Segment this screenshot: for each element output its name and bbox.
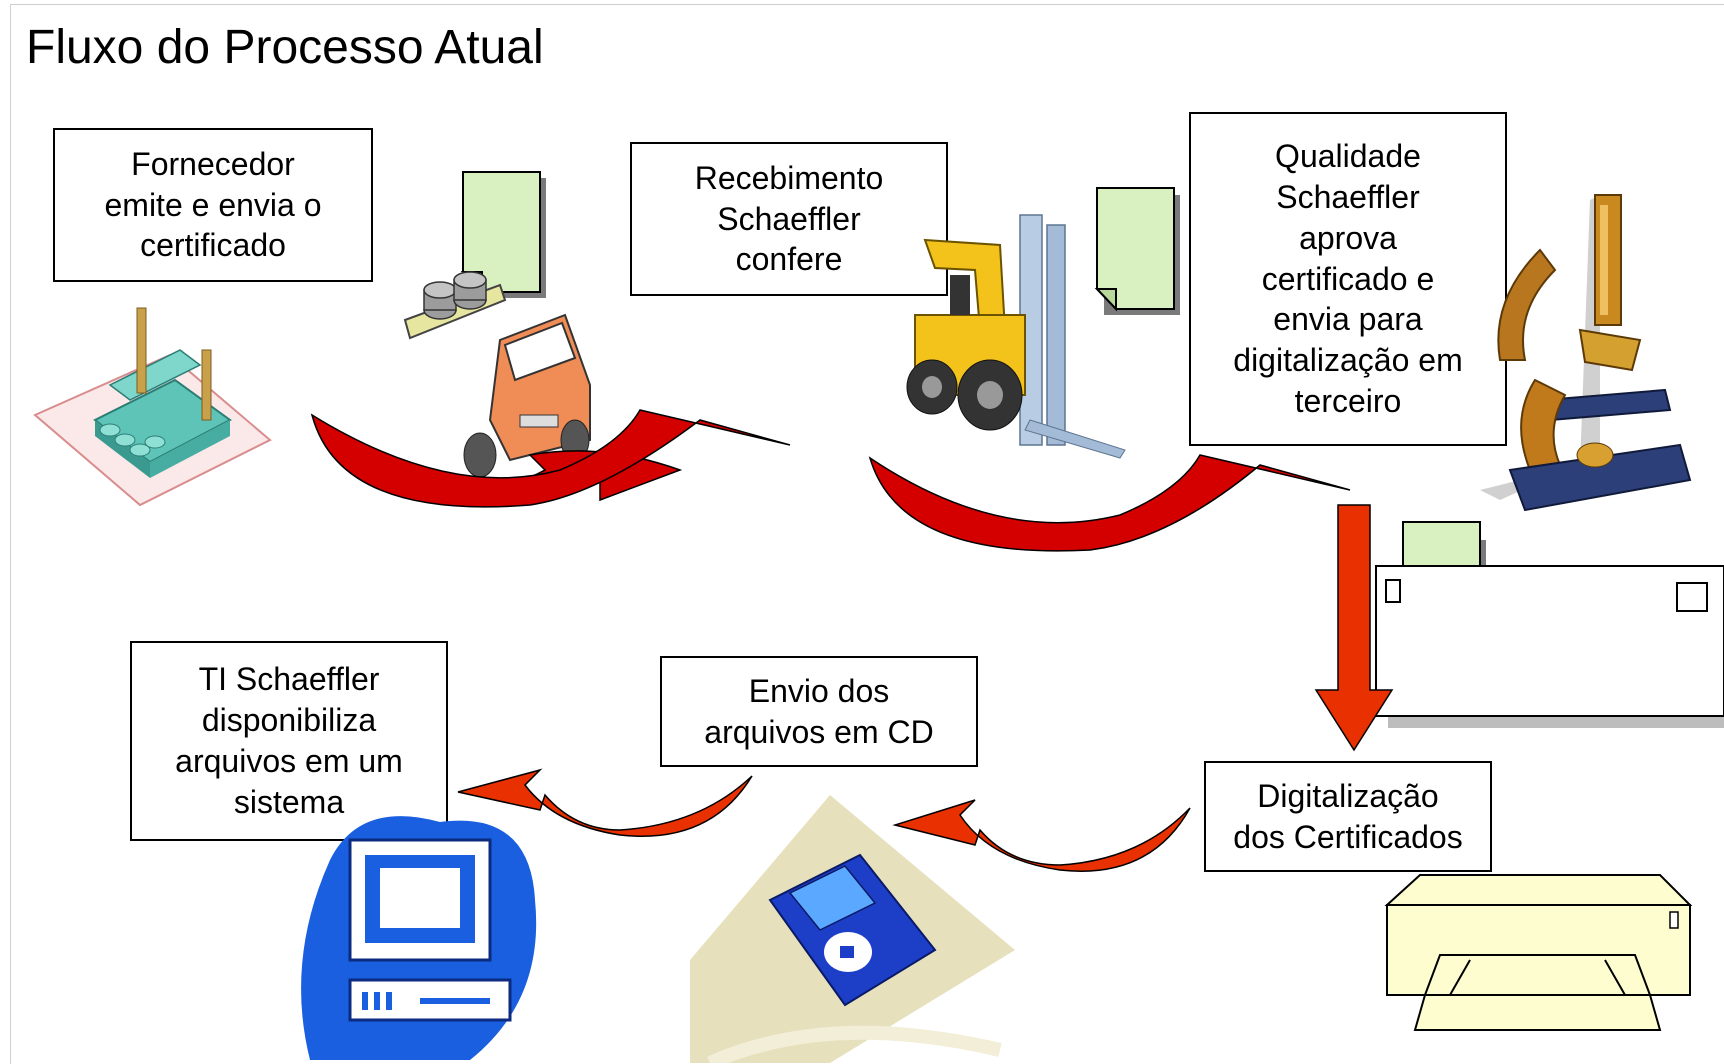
- step-box-envio: Envio dos arquivos em CD: [660, 656, 978, 767]
- curved-arrow-fornecedor-to-recebimento: [310, 409, 791, 508]
- step-box-qualidade: Qualidade Schaeffler aprova certificado …: [1189, 112, 1507, 446]
- slide-frame: [10, 4, 1724, 1064]
- page-title: Fluxo do Processo Atual: [26, 21, 544, 74]
- curved-arrow-recebimento-to-qualidade: [868, 454, 1351, 552]
- microscope-icon: [1480, 194, 1692, 512]
- document-icon: [1094, 187, 1180, 315]
- truck-icon: [403, 271, 591, 478]
- printer-icon: [1384, 874, 1693, 1031]
- arrow-qualidade-to-digitalizacao: [1314, 504, 1394, 752]
- factory-icon: [33, 307, 272, 507]
- scanner-icon: [1375, 565, 1724, 728]
- floppy-disk-icon: [690, 795, 1015, 1063]
- curved-arrow-envio-to-ti: [457, 768, 753, 837]
- forklift-icon: [906, 214, 1126, 459]
- step-box-recebimento: Recebimento Schaeffler confere: [630, 142, 948, 296]
- curved-arrow-digitalizacao-to-envio: [892, 799, 1191, 872]
- step-box-ti: TI Schaeffler disponibiliza arquivos em …: [130, 641, 448, 841]
- step-box-fornecedor: Fornecedor emite e envia o certificado: [53, 128, 373, 282]
- document-icon: [460, 171, 546, 298]
- step-box-digitalizacao: Digitalização dos Certificados: [1204, 761, 1492, 872]
- computer-icon: [301, 816, 537, 1060]
